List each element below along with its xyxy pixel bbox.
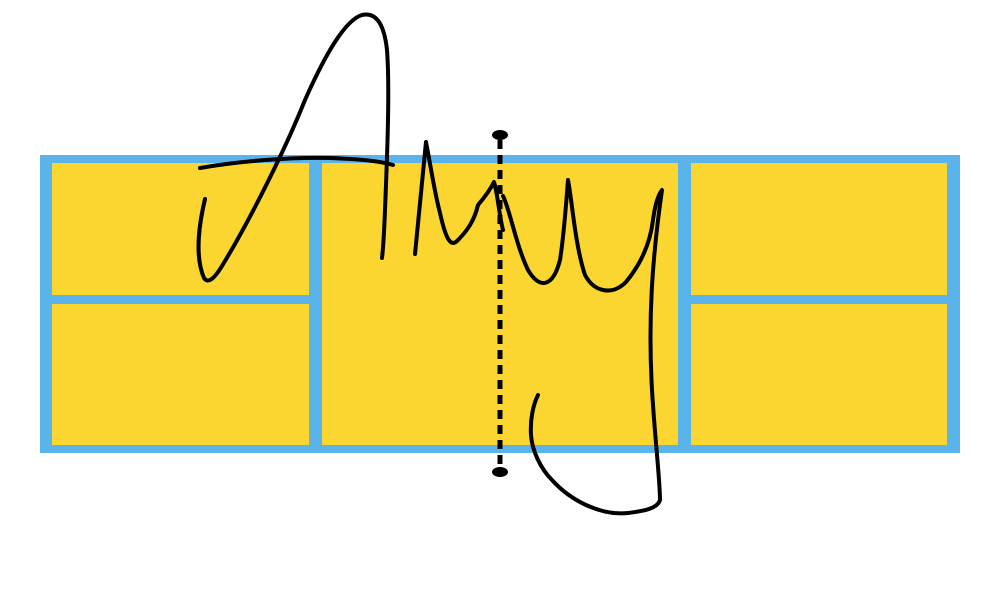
panel-left-bottom [52, 304, 309, 445]
panel-right-top [691, 163, 947, 295]
signature-crossbar [198, 155, 395, 170]
signature [196, 12, 664, 516]
signature-letter-m [413, 140, 505, 256]
signature-letter-y [501, 178, 664, 516]
signature-letter-a [196, 12, 391, 283]
panel-left-top [52, 163, 309, 295]
panel-right-bottom [691, 304, 947, 445]
symmetry-line-top-dot [492, 130, 508, 140]
symmetry-line-bottom-dot [492, 467, 508, 477]
